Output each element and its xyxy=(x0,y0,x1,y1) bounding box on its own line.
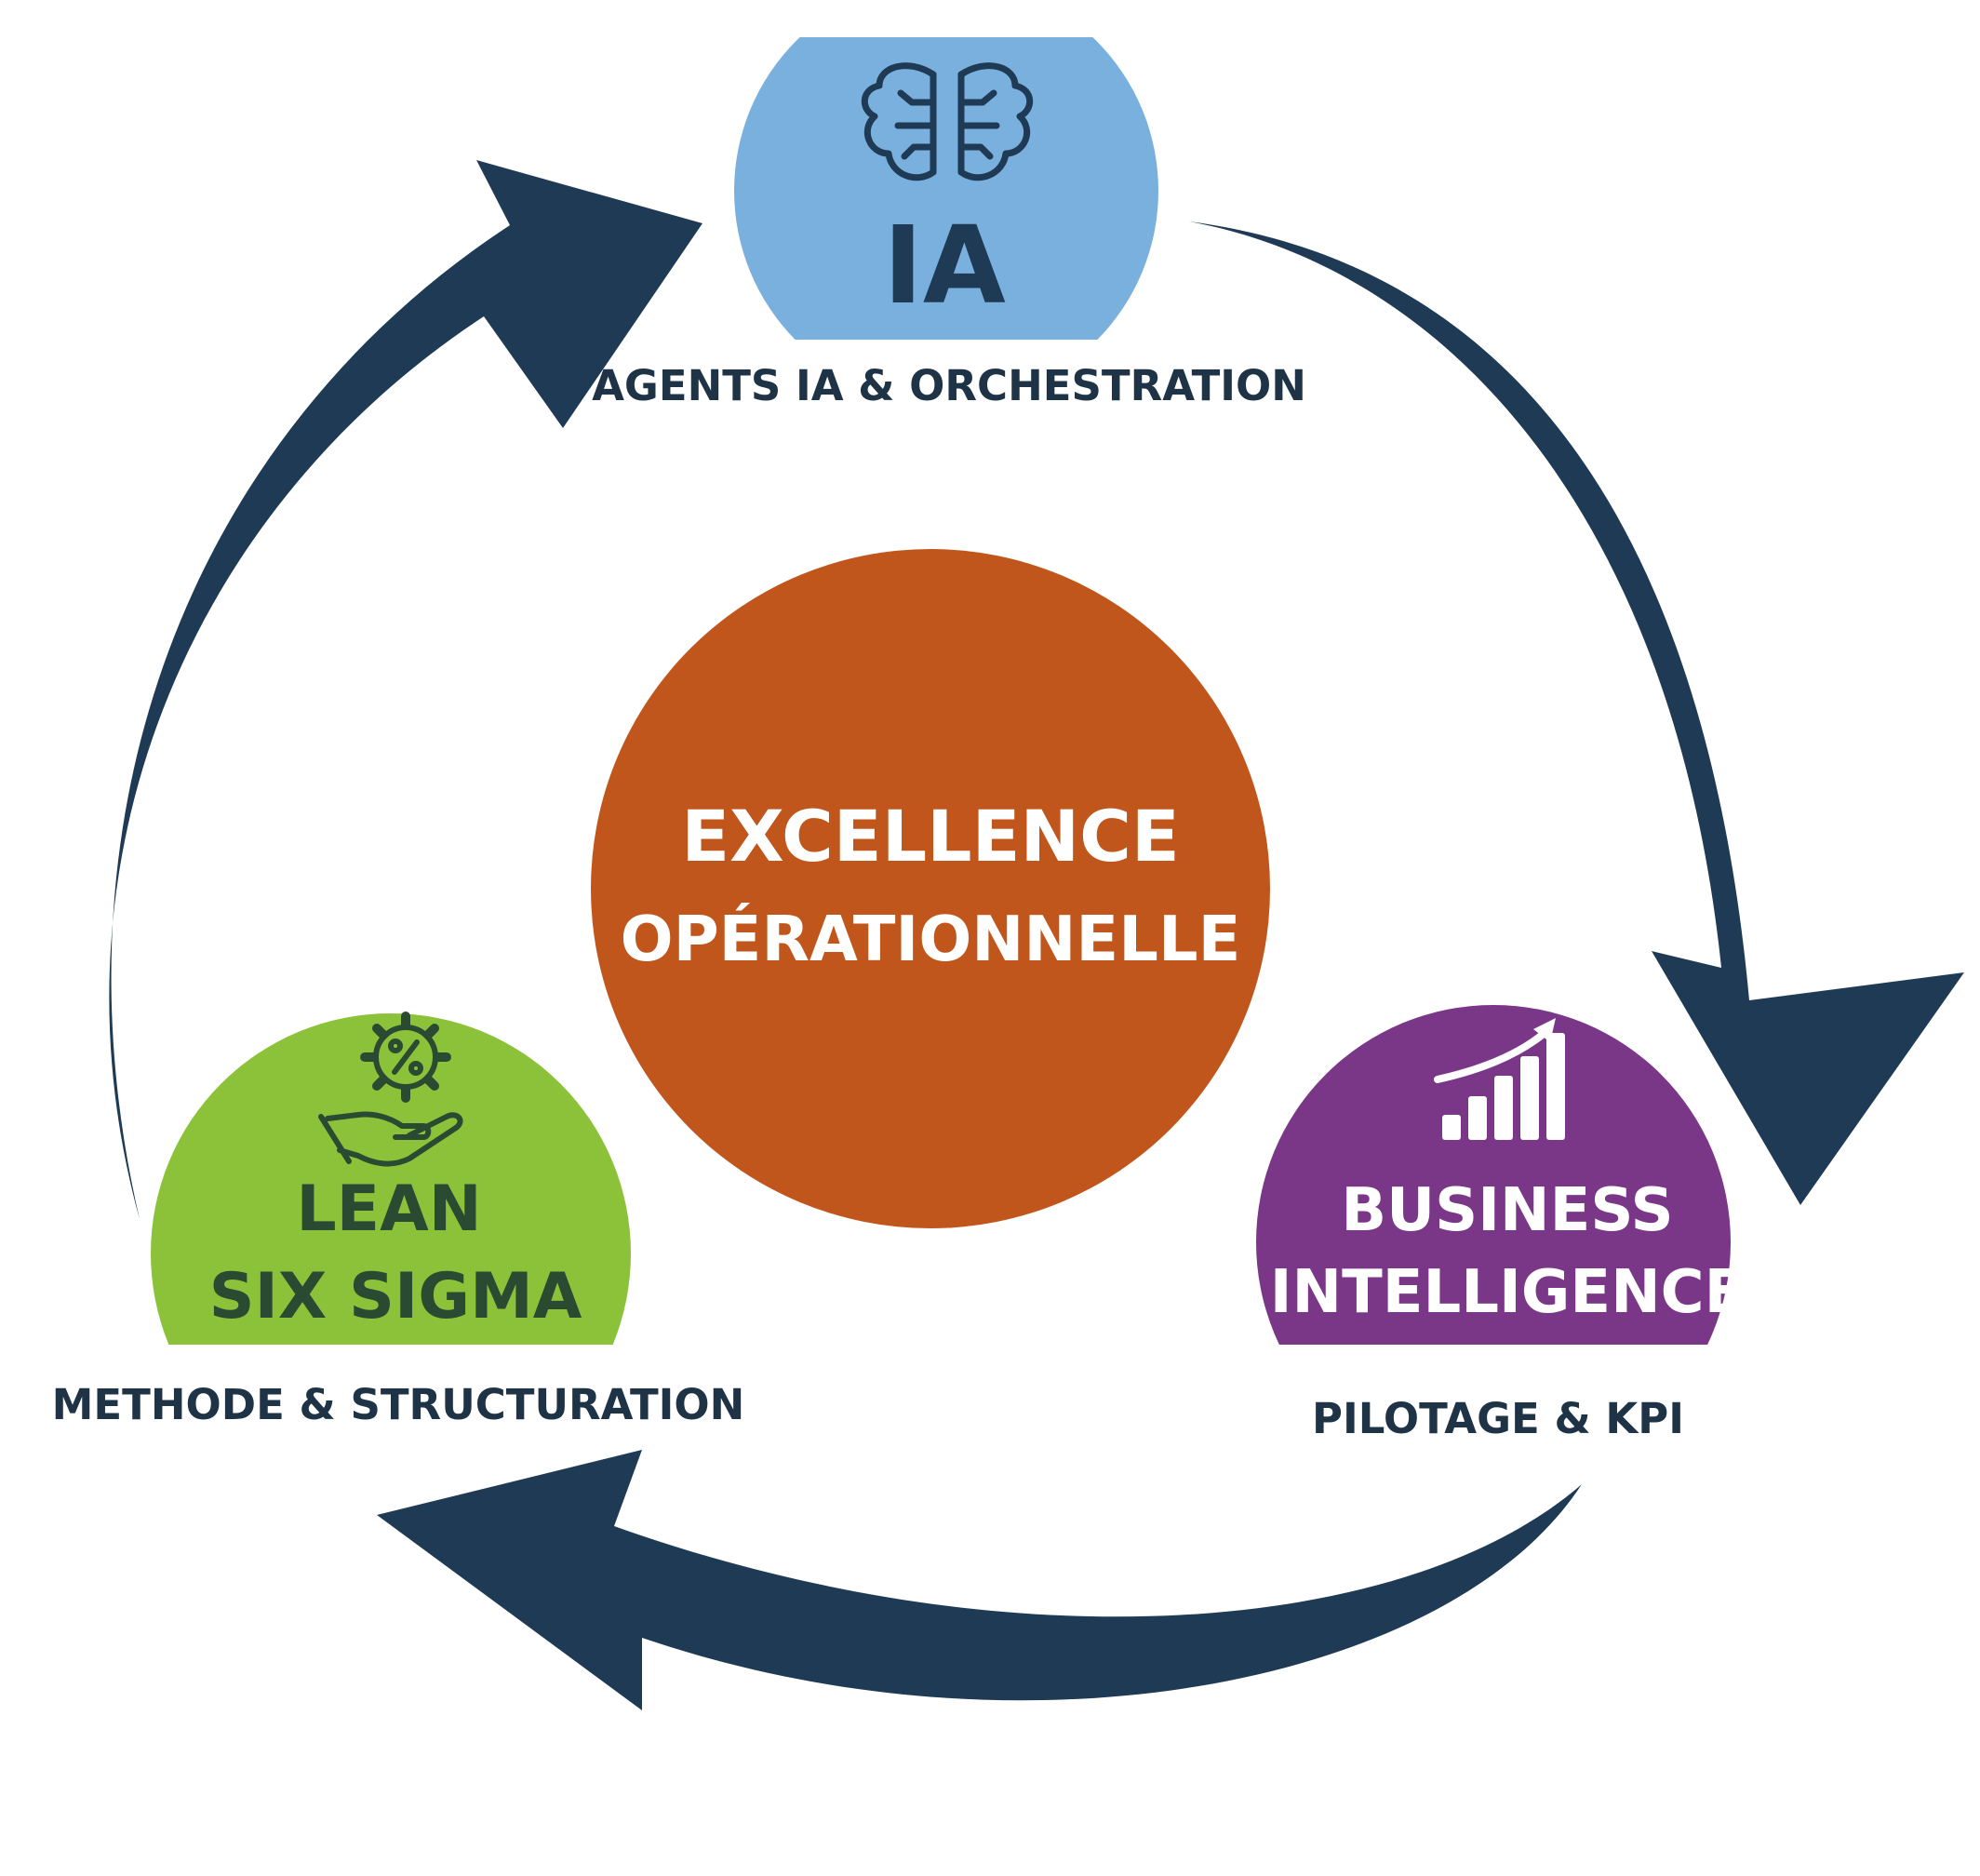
lean-title-line1: LEAN xyxy=(296,1172,481,1246)
bi-title-line2: INTELLIGENCE xyxy=(1270,1258,1746,1327)
arrow-lean-to-ia xyxy=(109,160,702,1219)
center-circle xyxy=(591,549,1270,1228)
bi-node-shape xyxy=(1256,1005,1731,1345)
hand-gear-percent-icon xyxy=(318,1012,463,1167)
bi-title-line1: BUSINESS xyxy=(1341,1176,1673,1245)
bi-subtitle: PILOTAGE & KPI xyxy=(1312,1394,1684,1443)
lean-title-line2: SIX SIGMA xyxy=(209,1260,582,1333)
center-title-line2: OPÉRATIONNELLE xyxy=(621,902,1241,975)
lean-node: LEAN SIX SIGMA xyxy=(151,1012,631,1345)
center-title-line1: EXCELLENCE xyxy=(681,795,1180,878)
bi-node: BUSINESS INTELLIGENCE xyxy=(1256,1005,1746,1345)
lean-node-shape xyxy=(151,1013,631,1345)
brain-icon xyxy=(861,62,1034,181)
ia-subtitle: AGENTS IA & ORCHESTRATION xyxy=(592,361,1306,410)
arrow-bi-to-lean xyxy=(377,1450,1582,1710)
ia-node-shape xyxy=(734,37,1158,340)
ia-title: IA xyxy=(883,204,1006,328)
ia-node: IA xyxy=(734,37,1158,340)
lean-subtitle: METHODE & STRUCTURATION xyxy=(52,1380,745,1429)
growth-chart-icon xyxy=(1434,1018,1565,1140)
